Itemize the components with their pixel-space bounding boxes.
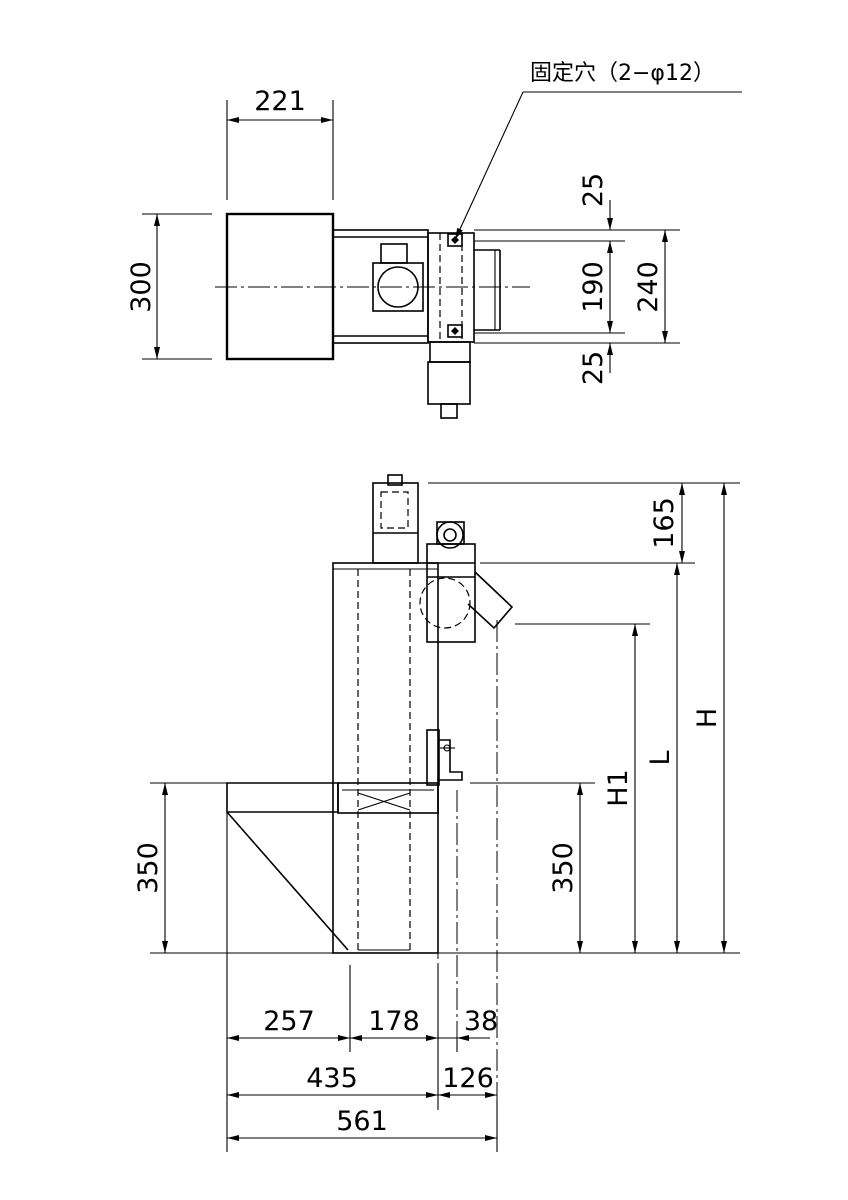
dim-221-label: 221 — [254, 86, 306, 117]
side-view: 165 H L H1 350 350 257 178 38 435 — [133, 474, 740, 1152]
dim-H1-label: H1 — [603, 769, 634, 806]
dim-165-label: 165 — [649, 497, 680, 549]
top-view: 221 300 25 190 25 240 固定穴（2−φ12） — [126, 61, 742, 419]
dim-38-label: 38 — [464, 1006, 498, 1037]
dim-257-label: 257 — [263, 1006, 315, 1037]
dim-350-left-label: 350 — [133, 842, 164, 894]
column-side — [332, 562, 439, 954]
dim-300-label: 300 — [126, 261, 157, 313]
motor-cap — [380, 243, 408, 264]
drive-gear-top — [429, 341, 471, 363]
dim-H-label: H — [692, 708, 723, 728]
dim-178-label: 178 — [368, 1006, 420, 1037]
dim-561-label: 561 — [336, 1106, 388, 1137]
fixing-hole-bottom — [447, 324, 463, 338]
dim-L-label: L — [645, 750, 676, 765]
dim-435-label: 435 — [306, 1063, 358, 1094]
dim-350-right-label: 350 — [548, 842, 579, 894]
dim-25-bottom-label: 25 — [578, 351, 609, 385]
top-motor-side — [372, 482, 419, 564]
discharge-chute — [467, 571, 514, 630]
dim-25-top-label: 25 — [578, 173, 609, 207]
drive-motor-top — [427, 361, 471, 405]
inlet-hopper — [226, 782, 339, 813]
dim-190-label: 190 — [578, 261, 609, 313]
dim-240-label: 240 — [633, 261, 664, 313]
dim-126-label: 126 — [442, 1063, 494, 1094]
side-bracket — [426, 729, 440, 786]
hole-note-label: 固定穴（2−φ12） — [530, 61, 715, 86]
